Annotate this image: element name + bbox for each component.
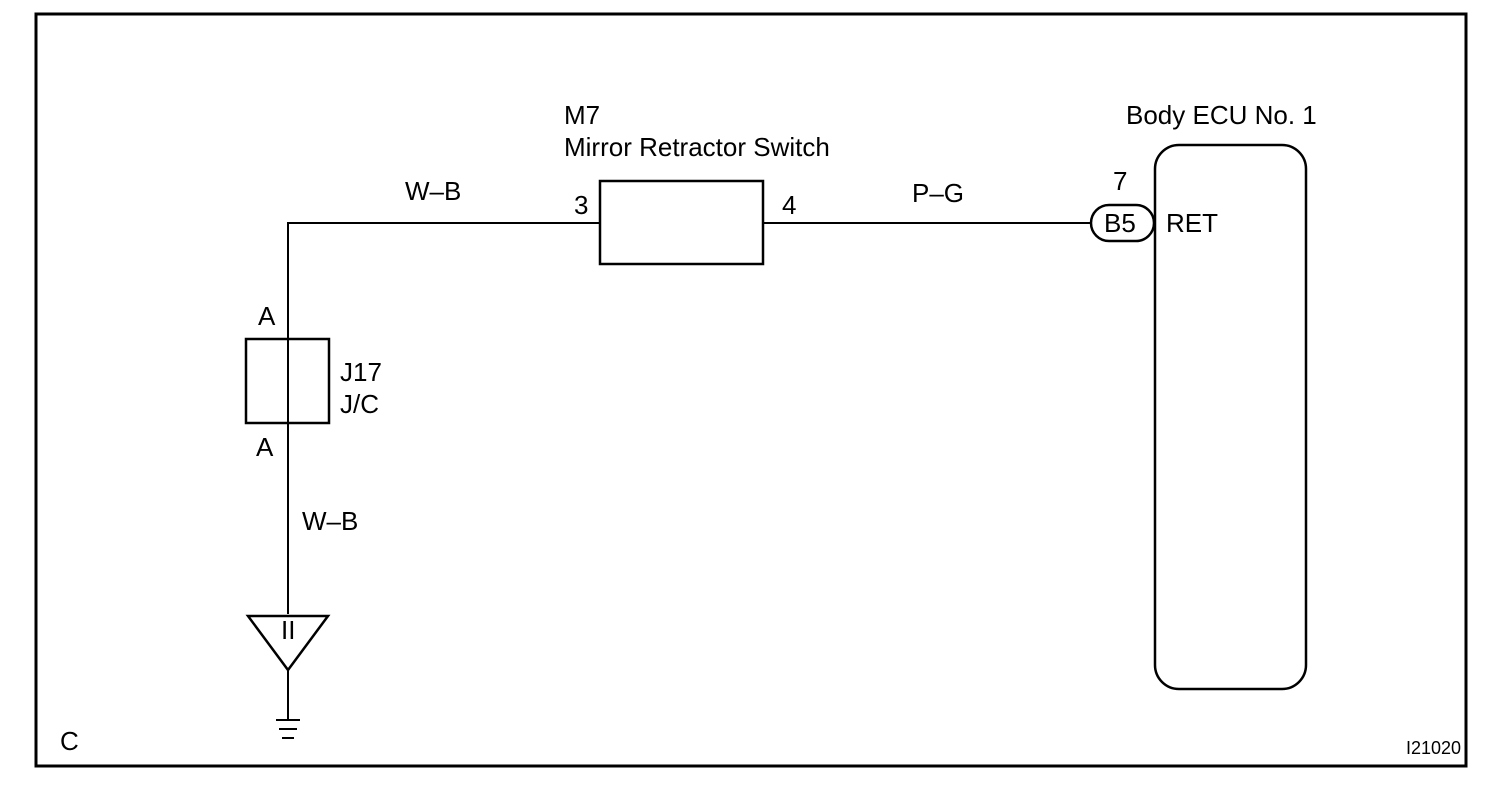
ecu-pin-number: 7 <box>1113 166 1127 196</box>
wire-color-vertical: W–B <box>302 506 358 536</box>
ecu-terminal-label: RET <box>1166 208 1218 238</box>
switch-name: Mirror Retractor Switch <box>564 132 830 162</box>
junction-pin-bottom: A <box>256 432 274 462</box>
switch-pin-in: 3 <box>574 190 588 220</box>
diagram-frame <box>34 12 1468 768</box>
body-ecu-box <box>1153 143 1308 691</box>
junction-pin-top: A <box>258 301 276 331</box>
ground-point-triangle <box>245 614 331 673</box>
wire-color-top-left: W–B <box>405 176 461 206</box>
ecu-name: Body ECU No. 1 <box>1126 100 1317 130</box>
wire-w-b-top <box>287 222 600 614</box>
switch-id: M7 <box>564 100 600 130</box>
ecu-connector-b5 <box>1089 203 1156 243</box>
switch-pin-out: 4 <box>782 190 796 220</box>
mirror-retractor-switch <box>598 179 765 266</box>
corner-label: C <box>60 726 79 756</box>
junction-id: J17 <box>340 357 382 387</box>
ecu-connector-label: B5 <box>1104 208 1136 238</box>
junction-connector-j17 <box>244 337 331 425</box>
wire-color-top-right: P–G <box>912 178 964 208</box>
ground-id: II <box>281 615 295 645</box>
junction-type: J/C <box>340 389 379 419</box>
figure-code: I21020 <box>1406 738 1461 758</box>
